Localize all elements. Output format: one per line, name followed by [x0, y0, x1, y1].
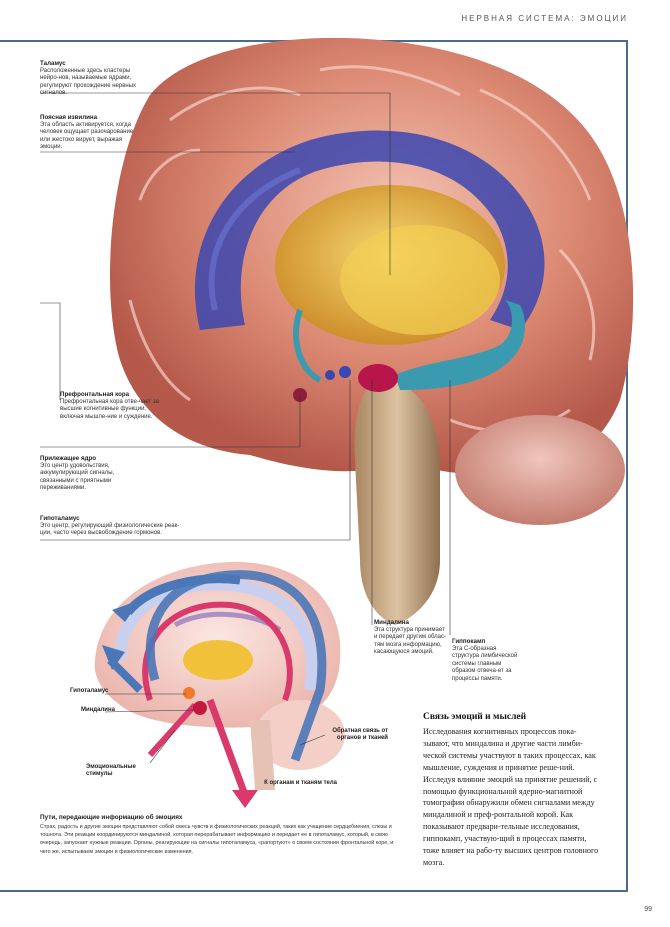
label-thalamus-text: Расположенные здесь кластеры нейро-нов, … [40, 67, 137, 97]
pathway-diagram [94, 561, 345, 808]
label-cingulate: Поясная извилина Эта область активируетс… [40, 114, 135, 152]
label-thalamus: Таламус Расположенные здесь кластеры ней… [40, 60, 150, 98]
hippocampus-shape [395, 300, 525, 390]
label-hippocampus-text: Эта С-образная структура лимбической сис… [452, 645, 518, 682]
page-number: 99 [644, 906, 652, 913]
label-amygdala-text: Эта структура принимает и передает други… [374, 626, 446, 656]
amygdala-shape [358, 364, 398, 392]
cerebellum-shape [455, 415, 625, 525]
diagram-stimuli-label: Эмоциональные стимулы [86, 764, 136, 777]
diagram-amygdala-label: Миндалина [81, 707, 115, 713]
pathways-caption: Пути, передающие информацию об эмоциях С… [40, 814, 400, 856]
label-hypothalamus-title: Гипоталамус [40, 515, 80, 522]
diagram-to-organs-label: К органам и тканям тела [264, 780, 337, 786]
pathways-title: Пути, передающие информацию об эмоциях [40, 814, 183, 821]
label-accumbens: Прилежащее ядро Это центр удовольствия, … [40, 455, 140, 493]
brainstem-shape [354, 380, 440, 625]
label-cingulate-title: Поясная извилина [40, 114, 98, 121]
running-header: НЕРВНАЯ СИСТЕМА: ЭМОЦИИ [461, 14, 628, 23]
label-amygdala-title: Миндалина [374, 619, 409, 626]
label-amygdala: Миндалина Эта структура принимает и пере… [374, 619, 446, 657]
label-thalamus-title: Таламус [40, 60, 66, 67]
diagram-hypothalamus-label: Гипоталамус [70, 688, 109, 694]
label-accumbens-text: Это центр удовольствия, аккумулирующий с… [40, 462, 115, 492]
pathways-text: Страх, радость и другие эмоции представл… [40, 824, 394, 855]
label-prefrontal-text: Префронтальная кора отве-чает за высшие … [60, 398, 160, 420]
label-hypothalamus-text: Это центр, регулирующий физиологические … [40, 522, 180, 537]
label-prefrontal-title: Префронтальная кора [60, 391, 130, 398]
label-prefrontal: Префронтальная кора Префронтальная кора … [60, 391, 160, 421]
sidebar-text: Исследования когнитивных процессов пока-… [423, 727, 599, 867]
label-cingulate-text: Эта область активируется, когда человек … [40, 121, 134, 151]
label-hypothalamus: Гипоталамус Это центр, регулирующий физи… [40, 515, 190, 538]
sidebar-title: Связь эмоций и мыслей [423, 712, 527, 722]
label-hippocampus: Гиппокамп Эта С-образная структура лимби… [452, 638, 524, 683]
label-hippocampus-title: Гиппокамп [452, 638, 486, 645]
diagram-feedback-label: Обратная связь от органов и тканей [332, 728, 388, 741]
sidebar-box: Связь эмоций и мыслей Исследования когни… [423, 712, 603, 869]
label-accumbens-title: Прилежащее ядро [40, 455, 97, 462]
